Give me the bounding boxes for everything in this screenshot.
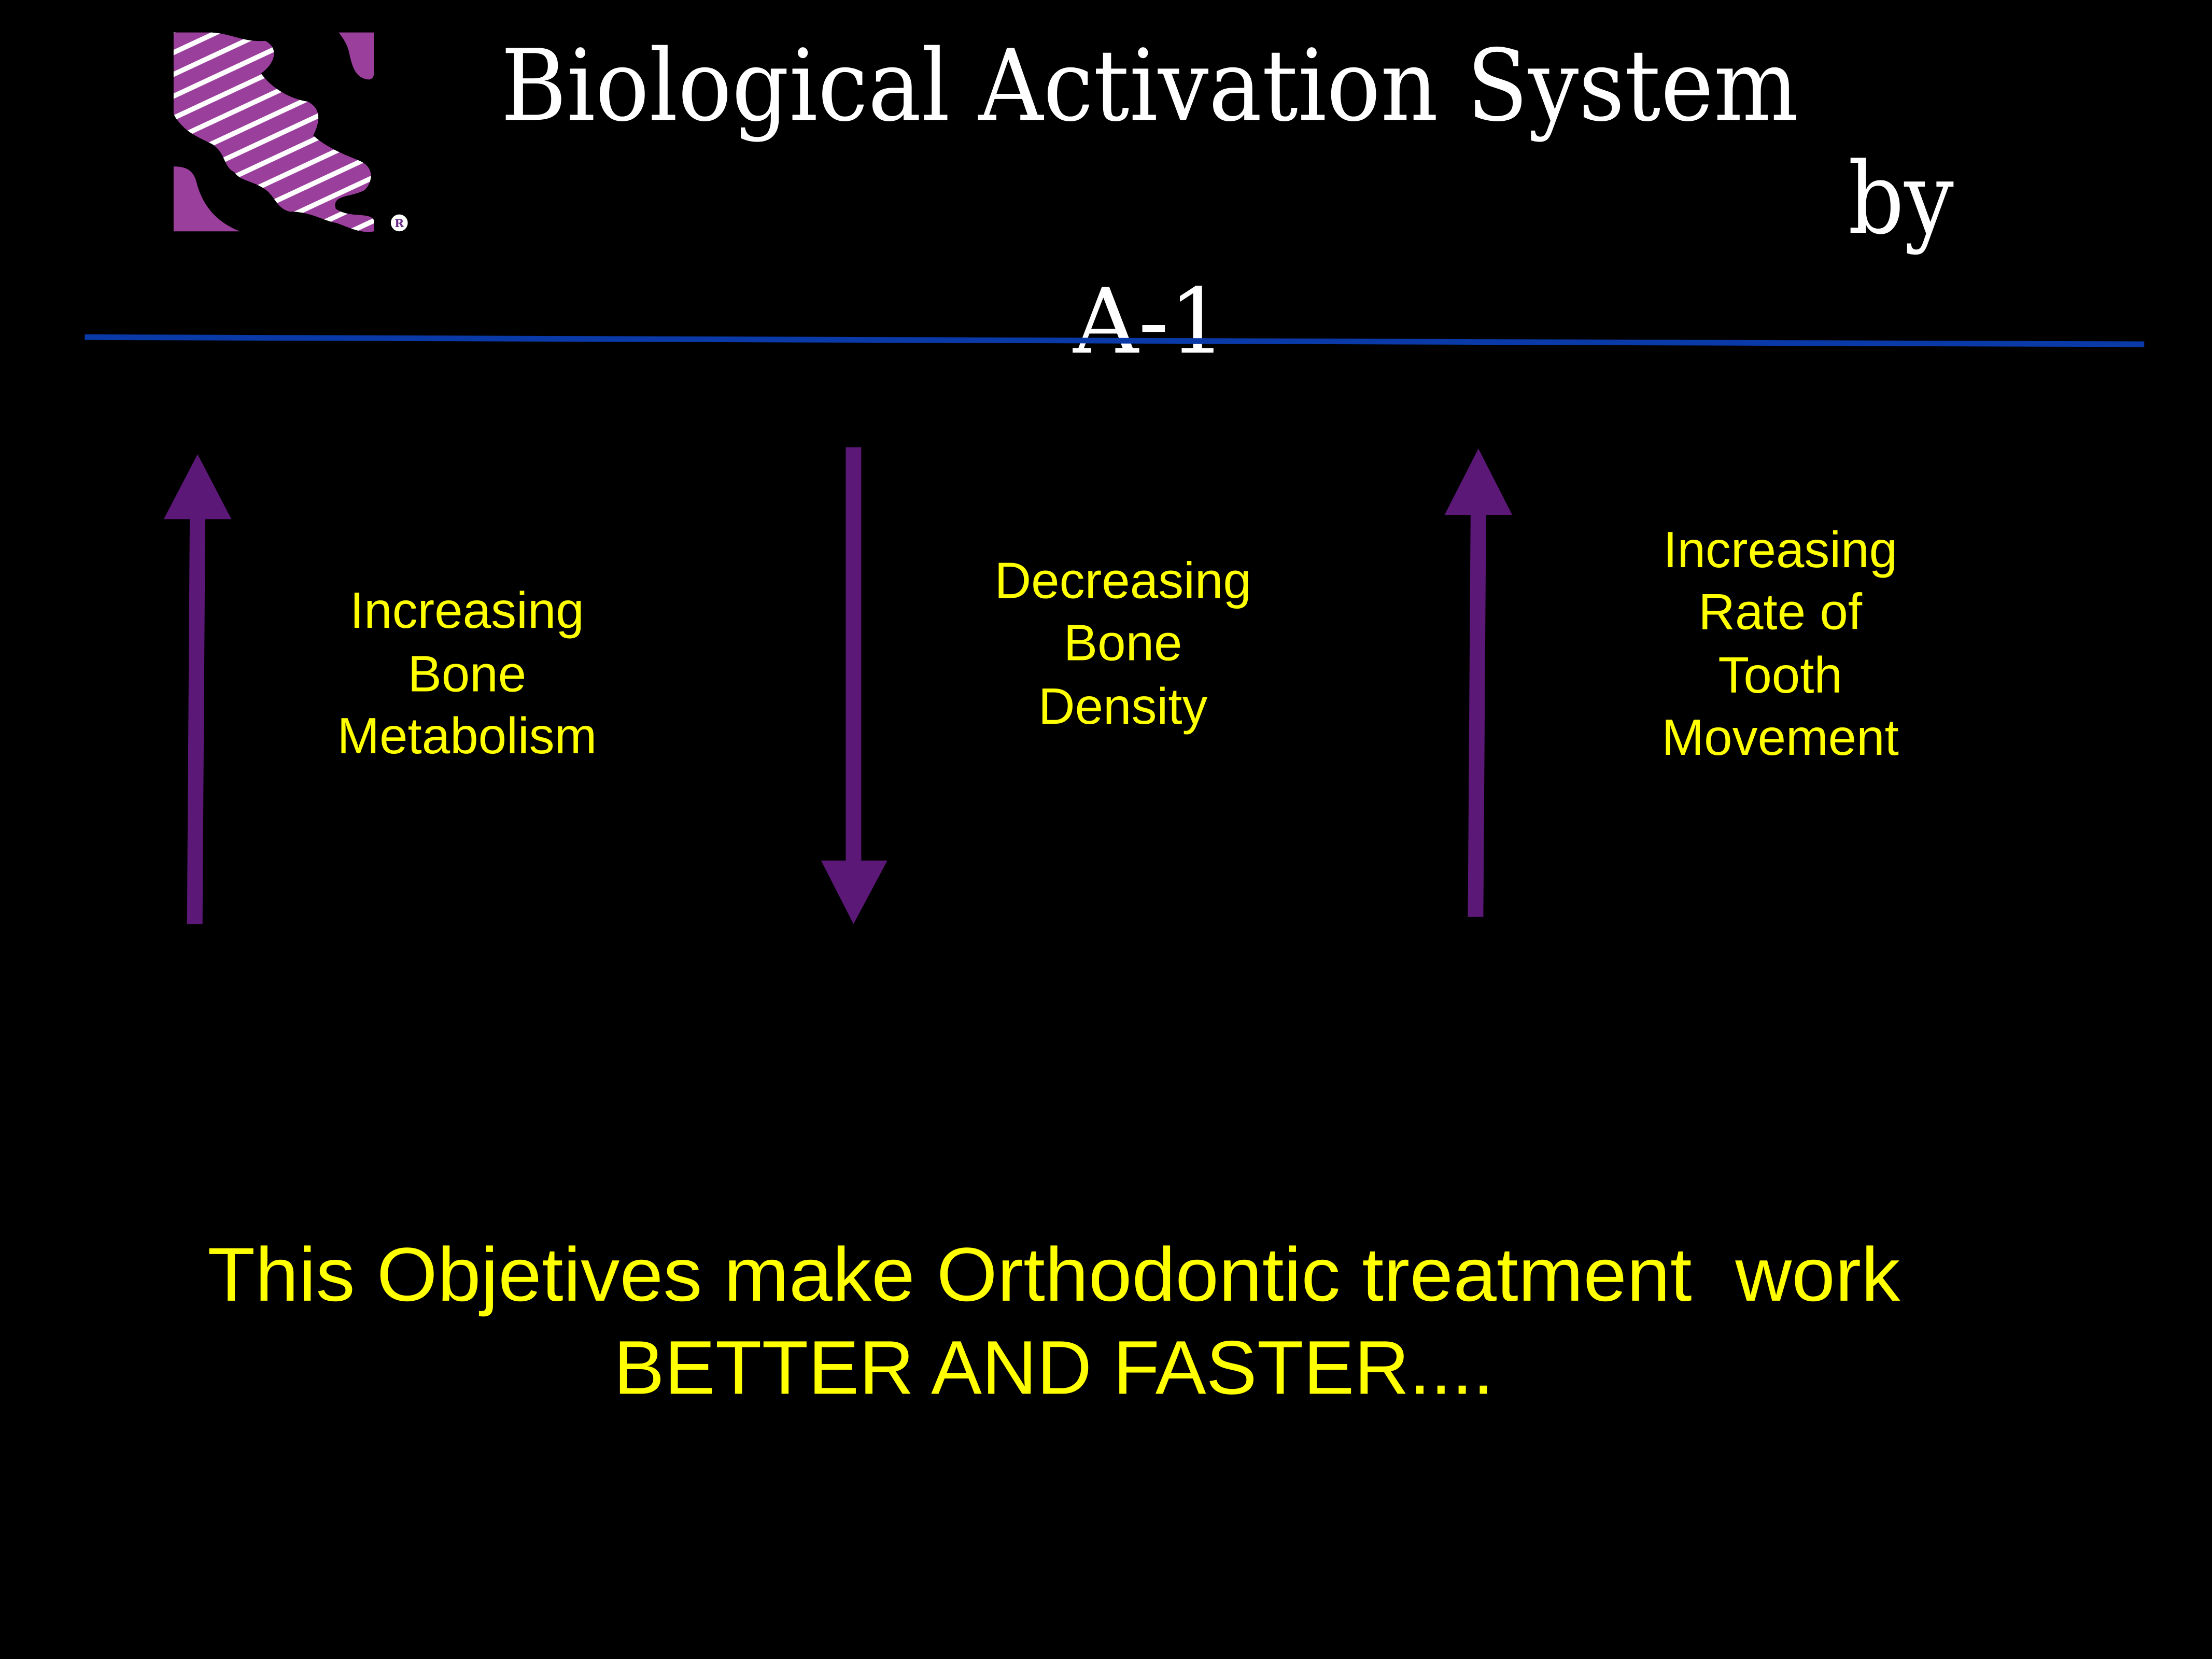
- effect-label-bone-metabolism: Increasing Bone Metabolism: [337, 582, 597, 764]
- conclusion-line-2: BETTER AND FASTER....: [614, 1325, 1494, 1410]
- registered-mark: R: [395, 217, 404, 230]
- svg-text:Decreasing: Decreasing: [994, 552, 1251, 609]
- svg-text:Density: Density: [1038, 678, 1208, 735]
- arrow-up-icon: [163, 454, 232, 924]
- arrow-down-icon: [821, 447, 887, 924]
- divider-line: [84, 334, 2145, 347]
- svg-text:Movement: Movement: [1662, 709, 1899, 766]
- svg-text:Increasing: Increasing: [350, 582, 584, 639]
- arrow-up-icon: [1444, 448, 1513, 917]
- svg-text:Bone: Bone: [407, 645, 526, 702]
- svg-text:Increasing: Increasing: [1663, 521, 1897, 578]
- svg-text:Metabolism: Metabolism: [337, 707, 597, 764]
- conclusion-line-1: This Objetives make Orthodontic treatmen…: [207, 1232, 1900, 1317]
- logo-band: [173, 32, 374, 232]
- logo-top-right: [339, 32, 374, 80]
- svg-text:Bone: Bone: [1064, 614, 1182, 671]
- slide-title: Biological Activation System: [501, 28, 1798, 143]
- svg-text:Tooth: Tooth: [1718, 646, 1842, 704]
- title-by: by: [1848, 141, 1954, 256]
- registered-mark-circle: [390, 214, 408, 232]
- product-name: A-1: [1072, 269, 1226, 374]
- effect-label-tooth-movement: Increasing Rate of Tooth Movement: [1662, 521, 1899, 766]
- company-logo: R: [173, 32, 408, 232]
- effect-label-bone-density: Decreasing Bone Density: [994, 552, 1251, 735]
- logo-bottom-left: [173, 166, 240, 232]
- svg-text:Rate of: Rate of: [1698, 583, 1863, 640]
